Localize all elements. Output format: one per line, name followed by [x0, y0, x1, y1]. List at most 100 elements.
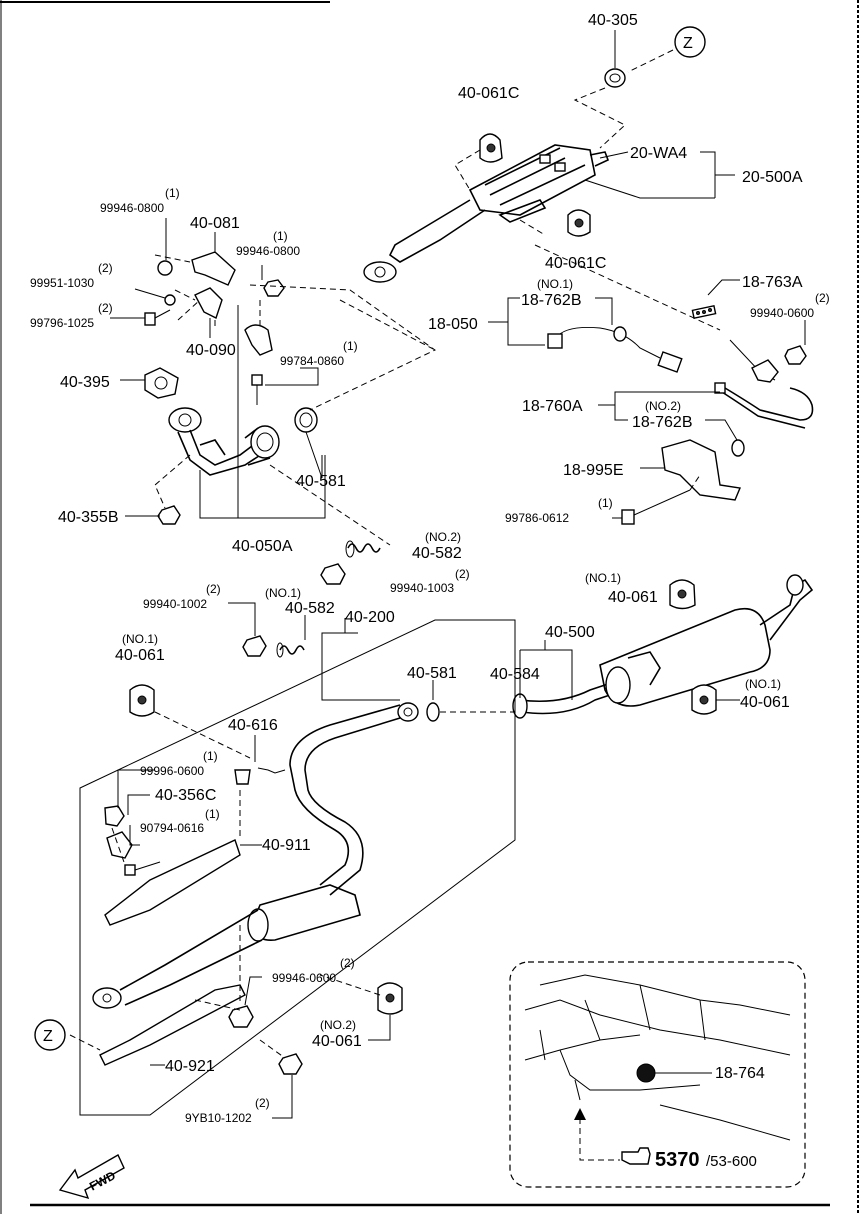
label-qty-99796-1025: (2) [98, 301, 113, 315]
fwd-arrow-icon [58, 1154, 125, 1200]
zone-z-bottom-icon [34, 1019, 66, 1051]
plug-40-616-icon [234, 767, 286, 785]
label-18-764: 18-764 [715, 1065, 765, 1082]
label-40-581-b: 40-581 [407, 665, 457, 682]
label-qty-9YB10-1202: (2) [255, 1096, 270, 1110]
label-20-500A: 20-500A [742, 169, 803, 186]
inset-frame [509, 961, 806, 1188]
label-no1-e: (NO.1) [745, 677, 781, 691]
label-reference-sub: /53-600 [706, 1153, 757, 1170]
bracket-18-995E-icon [661, 439, 741, 501]
label-40-395: 40-395 [60, 374, 110, 391]
label-qty-99946-0600: (2) [340, 956, 355, 970]
bolt-99796-1025-icon [144, 309, 171, 326]
label-99996-0600: 99996-0600 [140, 764, 204, 778]
label-40-616: 40-616 [228, 717, 278, 734]
front-pipe-40-050A [168, 407, 280, 476]
label-qty-99940-0600: (2) [815, 291, 830, 305]
label-40-921: 40-921 [165, 1058, 215, 1075]
bolt-90794-0616-icon [124, 861, 161, 876]
label-no2-a: (NO.2) [645, 399, 681, 413]
rubber-mount-40-061-no1-right-icon [691, 684, 717, 715]
label-qty-99940-1003: (2) [455, 567, 470, 581]
label-99940-0600: 99940-0600 [750, 306, 814, 320]
inset-vehicle-frame-drawing [524, 974, 791, 1141]
washer-99951-1030-icon [164, 294, 176, 306]
label-40-356C: 40-356C [155, 787, 216, 804]
spring-40-582-a-icon [345, 540, 381, 558]
label-no1-b: (NO.1) [122, 632, 158, 646]
label-qty-99940-1002: (2) [206, 582, 221, 596]
label-40-500: 40-500 [545, 624, 595, 641]
oxygen-sensor-18-762B-no1-icon [547, 326, 683, 373]
label-40-061C-bottom: 40-061C [545, 255, 606, 272]
rubber-mount-40-061C-bottom-icon [567, 209, 591, 237]
gasket-40-581-b-icon [426, 702, 440, 722]
label-40-200: 40-200 [345, 609, 395, 626]
label-99786-0612: 99786-0612 [505, 511, 569, 525]
label-40-061-c: 40-061 [740, 694, 790, 711]
zone-z-top-icon [674, 26, 706, 58]
label-18-762B-b: 18-762B [632, 414, 693, 431]
clip-18-763A-icon [691, 304, 717, 320]
label-18-995E: 18-995E [563, 462, 624, 479]
label-40-050A: 40-050A [232, 538, 293, 555]
label-qty-99946-0800b: (1) [273, 229, 288, 243]
label-18-762B-a: 18-762B [521, 292, 582, 309]
rubber-mount-40-061C-top-icon [479, 133, 503, 163]
nut-99940-1002-icon [242, 635, 267, 657]
stud-bolt-99784-0860-icon [251, 374, 263, 405]
nut-99940-1003-icon [320, 563, 346, 585]
rubber-bushing-18-764-icon [636, 1063, 656, 1083]
main-muffler-40-500 [519, 574, 814, 715]
label-99940-1003: 99940-1003 [390, 581, 454, 595]
nut-99940-0600-icon [784, 345, 807, 365]
oxygen-sensor-18-762B-no2-icon [714, 339, 814, 457]
gasket-40-305-icon [604, 68, 626, 88]
label-18-760A: 18-760A [522, 398, 583, 415]
label-40-355B: 40-355B [58, 509, 119, 526]
label-40-582-a: 40-582 [412, 545, 462, 562]
label-qty-99951-1030: (2) [98, 261, 113, 275]
label-no1-d: (NO.1) [585, 571, 621, 585]
label-no1-a: (NO.1) [537, 277, 573, 291]
label-40-584: 40-584 [490, 666, 540, 683]
label-qty-99784-0860: (1) [343, 339, 358, 353]
nut-99946-0600-icon [228, 1005, 254, 1028]
spring-40-582-b-icon [276, 642, 305, 658]
nut-99946-0800b-icon [263, 279, 285, 297]
label-99946-0600: 99946-0600 [272, 971, 336, 985]
hand-pointer-icon [621, 1147, 651, 1165]
label-zone-z-top: Z [683, 35, 693, 52]
label-99940-1002: 99940-1002 [143, 597, 207, 611]
inset-arrow-icon [574, 1108, 586, 1120]
nut-99946-0800-icon [157, 260, 173, 276]
label-99946-0800b: 99946-0800 [236, 244, 300, 258]
label-18-763A: 18-763A [742, 274, 803, 291]
hanger-bracket-icon [244, 324, 273, 356]
callout-labels: 40-305 Z 40-061C 20-WA4 20-500A 40-061C … [30, 12, 830, 1194]
catalytic-converter-group [363, 144, 610, 283]
heat-insulator-40-911-icon [104, 839, 241, 926]
label-20-WA4: 20-WA4 [630, 145, 687, 162]
rubber-mount-40-061-no2-icon [377, 982, 403, 1015]
label-40-911: 40-911 [262, 837, 311, 854]
label-40-581-a: 40-581 [296, 473, 346, 490]
bracket-40-081-icon [191, 251, 236, 286]
label-qty-99996-0600: (1) [203, 749, 218, 763]
bracket-40-090-icon [194, 287, 223, 319]
label-qty-99786-0612: (1) [598, 496, 613, 510]
label-40-081: 40-081 [190, 215, 240, 232]
center-pipe-40-200 [92, 702, 419, 1009]
label-18-050: 18-050 [428, 316, 478, 333]
label-40-305: 40-305 [588, 12, 638, 29]
label-9YB10-1202: 9YB10-1202 [185, 1111, 252, 1125]
label-zone-z-bottom: Z [43, 1028, 53, 1045]
label-40-061C-top: 40-061C [458, 85, 519, 102]
label-40-061-a: 40-061 [115, 647, 165, 664]
label-no2-c: (NO.2) [320, 1018, 356, 1032]
label-40-582-b: 40-582 [285, 600, 335, 617]
rubber-mount-40-061-no1-top-icon [669, 579, 696, 610]
gasket-40-581-a-icon [294, 407, 318, 433]
